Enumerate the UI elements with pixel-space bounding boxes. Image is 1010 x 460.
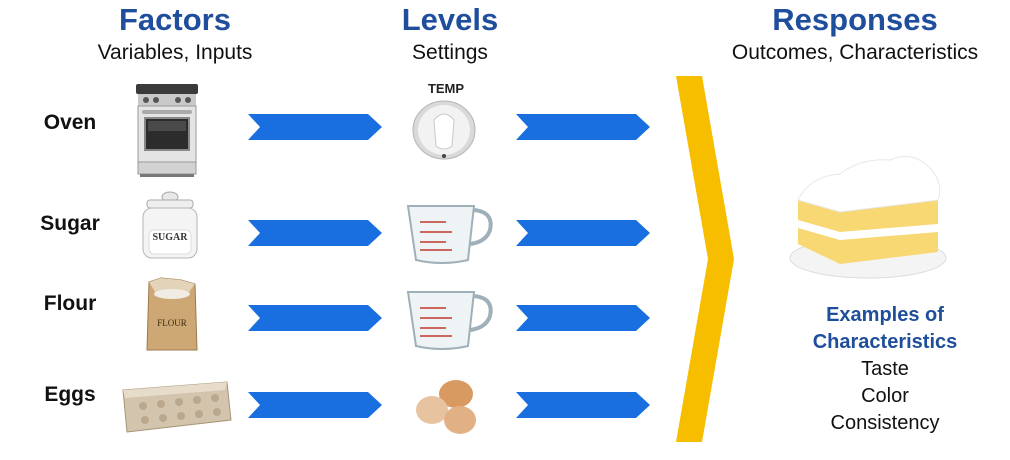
yellow-chevron-arrow [676,76,734,442]
arrow-level-oven-to-response [516,114,650,140]
characteristic-item: Color [861,385,909,407]
egg-carton-icon [122,381,232,433]
cake-slice-icon [789,155,947,279]
characteristic-item: Consistency [830,412,940,434]
levels-heading: Levels Settings [355,2,545,66]
oven-icon [136,84,198,177]
characteristics-title-line1: Examples of [826,304,944,326]
flour-bag-text: FLOUR [157,318,187,328]
temperature-knob-icon [412,100,476,160]
characteristics-block: Examples of Characteristics Taste Color … [760,302,1010,437]
factor-label-oven: Oven [43,111,97,134]
characteristics-title-line2: Characteristics [812,331,958,353]
arrow-sugar-to-level [248,220,382,246]
factor-label-flour: Flour [43,292,97,315]
factors-title: Factors [119,2,231,37]
measuring-cup-icon [406,205,493,264]
responses-title: Responses [772,2,938,37]
sugar-jar-text: SUGAR [152,232,188,243]
levels-title: Levels [401,2,499,37]
temp-label: TEMP [427,81,465,96]
arrow-eggs-to-level [248,392,382,418]
factor-label-eggs: Eggs [44,383,96,406]
characteristic-item: Taste [861,358,909,380]
flour-bag-icon: FLOUR [146,277,198,351]
arrow-level-eggs-to-response [516,392,650,418]
factors-subtitle: Variables, Inputs [97,41,253,64]
factor-label-sugar: Sugar [40,212,100,235]
arrow-oven-to-level [248,114,382,140]
arrow-flour-to-level [248,305,382,331]
eggs-icon [416,380,476,434]
arrow-level-sugar-to-response [516,220,650,246]
arrow-level-flour-to-response [516,305,650,331]
responses-subtitle: Outcomes, Characteristics [731,41,979,64]
measuring-cup-icon [406,291,493,350]
responses-heading: Responses Outcomes, Characteristics [700,2,1010,66]
factors-heading: Factors Variables, Inputs [70,2,280,66]
sugar-jar-icon: SUGAR [142,191,198,259]
levels-subtitle: Settings [412,41,488,64]
